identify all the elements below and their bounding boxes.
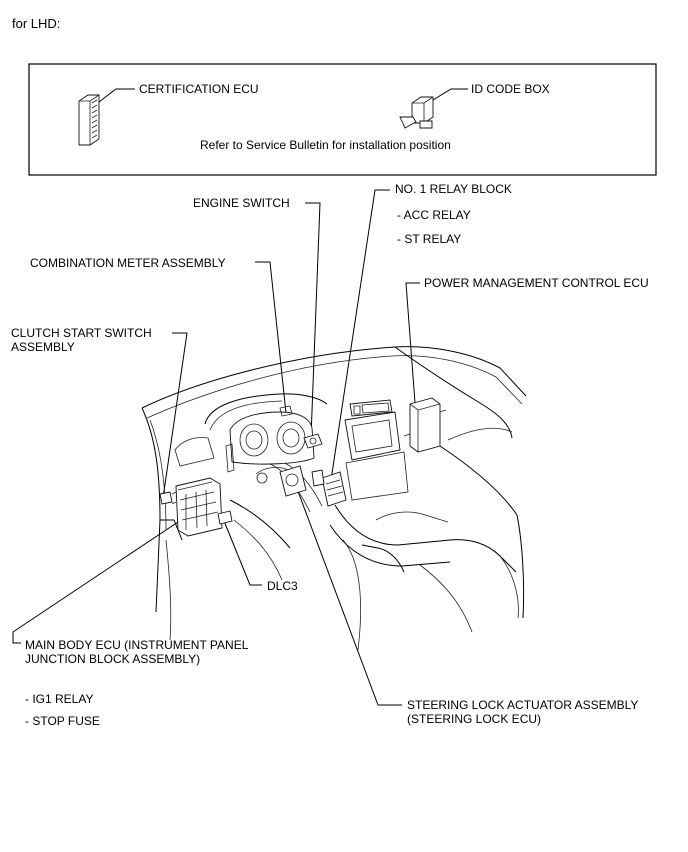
power-management-ecu-leader [405,282,420,404]
main-body-ecu-leader [12,519,182,644]
engine-switch-label: ENGINE SWITCH [193,196,290,210]
steering-lock-actuator-label: STEERING LOCK ACTUATOR ASSEMBLY (STEERIN… [407,698,639,726]
steering-lock-leader [295,485,402,706]
dlc3-label: DLC3 [267,579,298,593]
certification-ecu-leader [98,88,135,103]
id-code-box-part [399,96,434,129]
center-display [344,399,409,501]
stop-fuse-label: - STOP FUSE [25,714,100,728]
relay-block-part [321,471,347,507]
clutch-start-switch-label: CLUTCH START SWITCH ASSEMBLY [11,326,152,354]
relay-block-leader [330,189,390,481]
leader-lines [12,189,420,706]
ig1-relay-label: - IG1 RELAY [25,692,94,706]
service-bulletin-note: Refer to Service Bulletin for installati… [200,138,451,152]
dashboard-outline [141,346,527,651]
id-code-box-label: ID CODE BOX [471,82,550,96]
main-body-ecu-part [171,477,223,537]
power-management-ecu-label: POWER MANAGEMENT CONTROL ECU [424,276,649,290]
combination-meter-leader [255,261,287,414]
id-code-box-leader [432,88,468,101]
clutch-start-switch-leader [162,332,188,499]
steering-lock-actuator-part [255,465,325,497]
page-header: for LHD: [12,16,61,31]
service-bulletin-box [28,63,657,176]
engine-switch-part [303,433,323,449]
st-relay-label: - ST RELAY [397,232,462,246]
dlc3-part [217,510,233,525]
power-management-ecu-part [403,397,447,453]
combination-meter-label: COMBINATION METER ASSEMBLY [30,256,226,270]
dlc3-leader [223,520,262,586]
combination-meter-part [225,405,315,473]
engine-switch-leader [305,202,321,438]
acc-relay-label: - ACC RELAY [397,208,471,222]
certification-ecu-part [78,94,100,146]
main-body-ecu-label: MAIN BODY ECU (INSTRUMENT PANEL JUNCTION… [25,638,249,666]
clutch-start-switch-part [159,491,173,505]
relay-block-label: NO. 1 RELAY BLOCK [395,182,512,196]
certification-ecu-label: CERTIFICATION ECU [139,82,259,96]
